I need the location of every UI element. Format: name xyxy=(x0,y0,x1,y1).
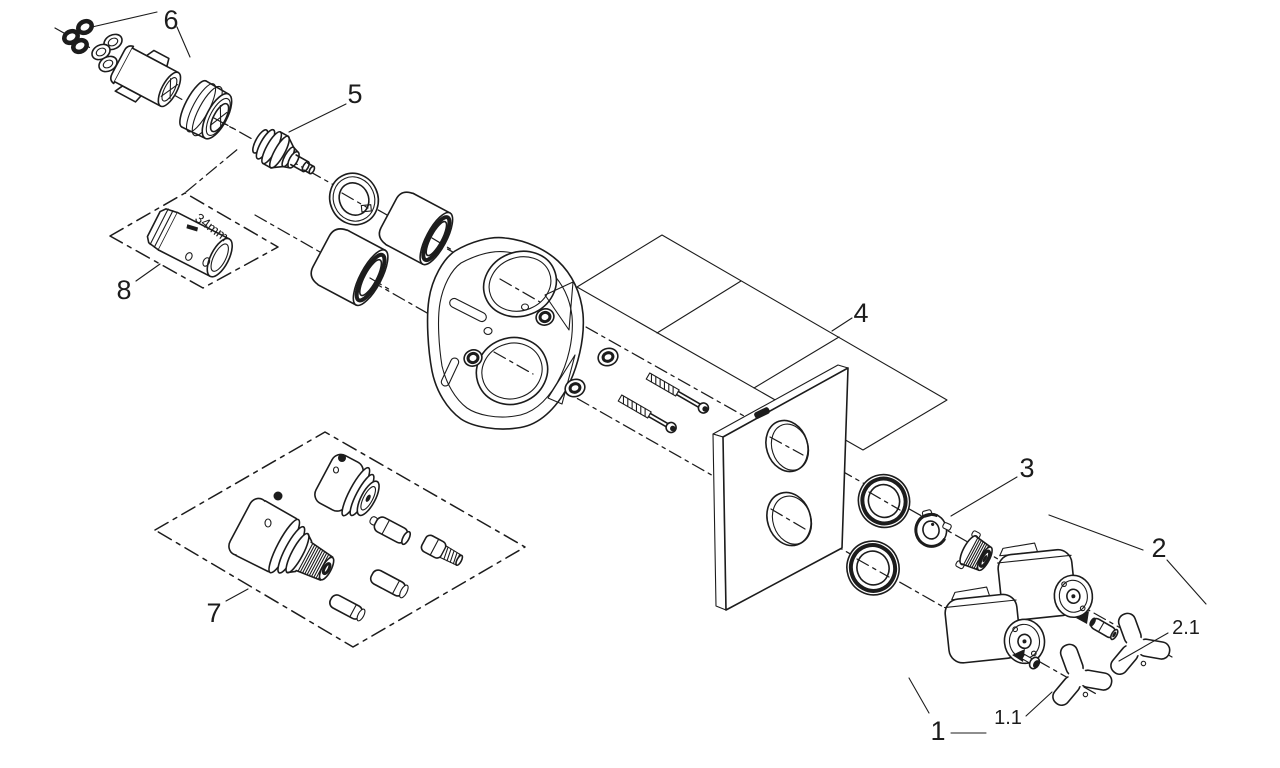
escutcheon-plate xyxy=(712,364,849,611)
leader-3 xyxy=(950,476,1018,517)
screw-long xyxy=(617,394,677,434)
mounting-nut xyxy=(597,347,619,367)
extension-adapter-threaded xyxy=(420,534,464,567)
mounting-nut xyxy=(535,308,555,326)
socket-tool-34mm xyxy=(146,208,233,278)
extension-cylinder xyxy=(369,569,409,599)
part-label-8: 8 xyxy=(116,275,131,305)
grip-housing-1 xyxy=(943,586,1046,665)
grip-housing-2 xyxy=(996,542,1094,622)
cross-handle-cap-1-1 xyxy=(1052,643,1113,707)
extension-spindle-large xyxy=(228,497,335,581)
extension-spindle-small xyxy=(314,453,380,517)
tool-axis-connector xyxy=(185,147,240,193)
part-label-3: 3 xyxy=(1019,453,1034,483)
leader-lines xyxy=(91,11,1207,734)
leader-2-1 xyxy=(1118,632,1169,662)
leader-6 xyxy=(91,11,191,58)
extension-adapter-pin xyxy=(369,516,412,546)
part-label-6: 6 xyxy=(163,5,178,35)
mounting-nut xyxy=(463,349,483,367)
part-label-1: 1 xyxy=(930,716,945,746)
part-label-7: 7 xyxy=(206,598,221,628)
part-label-4: 4 xyxy=(853,298,868,328)
extension-screw xyxy=(273,491,283,501)
leader-5 xyxy=(288,103,347,133)
stop-ring xyxy=(914,509,952,548)
part-label-2-1: 2.1 xyxy=(1172,617,1200,639)
extension-box xyxy=(154,431,526,648)
part-label-1-1: 1.1 xyxy=(994,707,1022,729)
screw-hole xyxy=(332,466,340,474)
handle-pin xyxy=(1089,617,1119,641)
spindle-nut xyxy=(955,530,993,572)
check-valve xyxy=(109,45,182,108)
part-label-2: 2 xyxy=(1151,533,1166,563)
extension-cylinder xyxy=(329,594,366,622)
tool-box xyxy=(109,192,279,289)
thermostat-cartridge xyxy=(252,128,316,175)
cartridge-cap xyxy=(179,79,233,140)
axis-ticks xyxy=(213,117,901,578)
wall-panel xyxy=(576,234,948,451)
leader-1 xyxy=(908,677,987,734)
cross-handle-cap-2-1 xyxy=(1110,612,1171,676)
extension-screw xyxy=(338,454,346,462)
sleeve-short xyxy=(378,191,454,266)
leader-4 xyxy=(831,317,853,332)
part-label-5: 5 xyxy=(347,79,362,109)
leader-2 xyxy=(1048,514,1207,605)
direction-arrow xyxy=(1076,611,1089,624)
leader-8 xyxy=(135,263,161,282)
retaining-ring xyxy=(328,172,380,226)
screw-long xyxy=(645,372,710,414)
grohe-logo-mark xyxy=(754,407,770,419)
screw-hole xyxy=(264,518,272,528)
seal-washers xyxy=(62,18,123,73)
leader-7 xyxy=(225,588,249,602)
leader-1-1 xyxy=(1025,691,1053,717)
mounting-nut xyxy=(564,378,586,398)
grub-screw xyxy=(1021,653,1041,670)
mounting-plate xyxy=(426,236,585,430)
